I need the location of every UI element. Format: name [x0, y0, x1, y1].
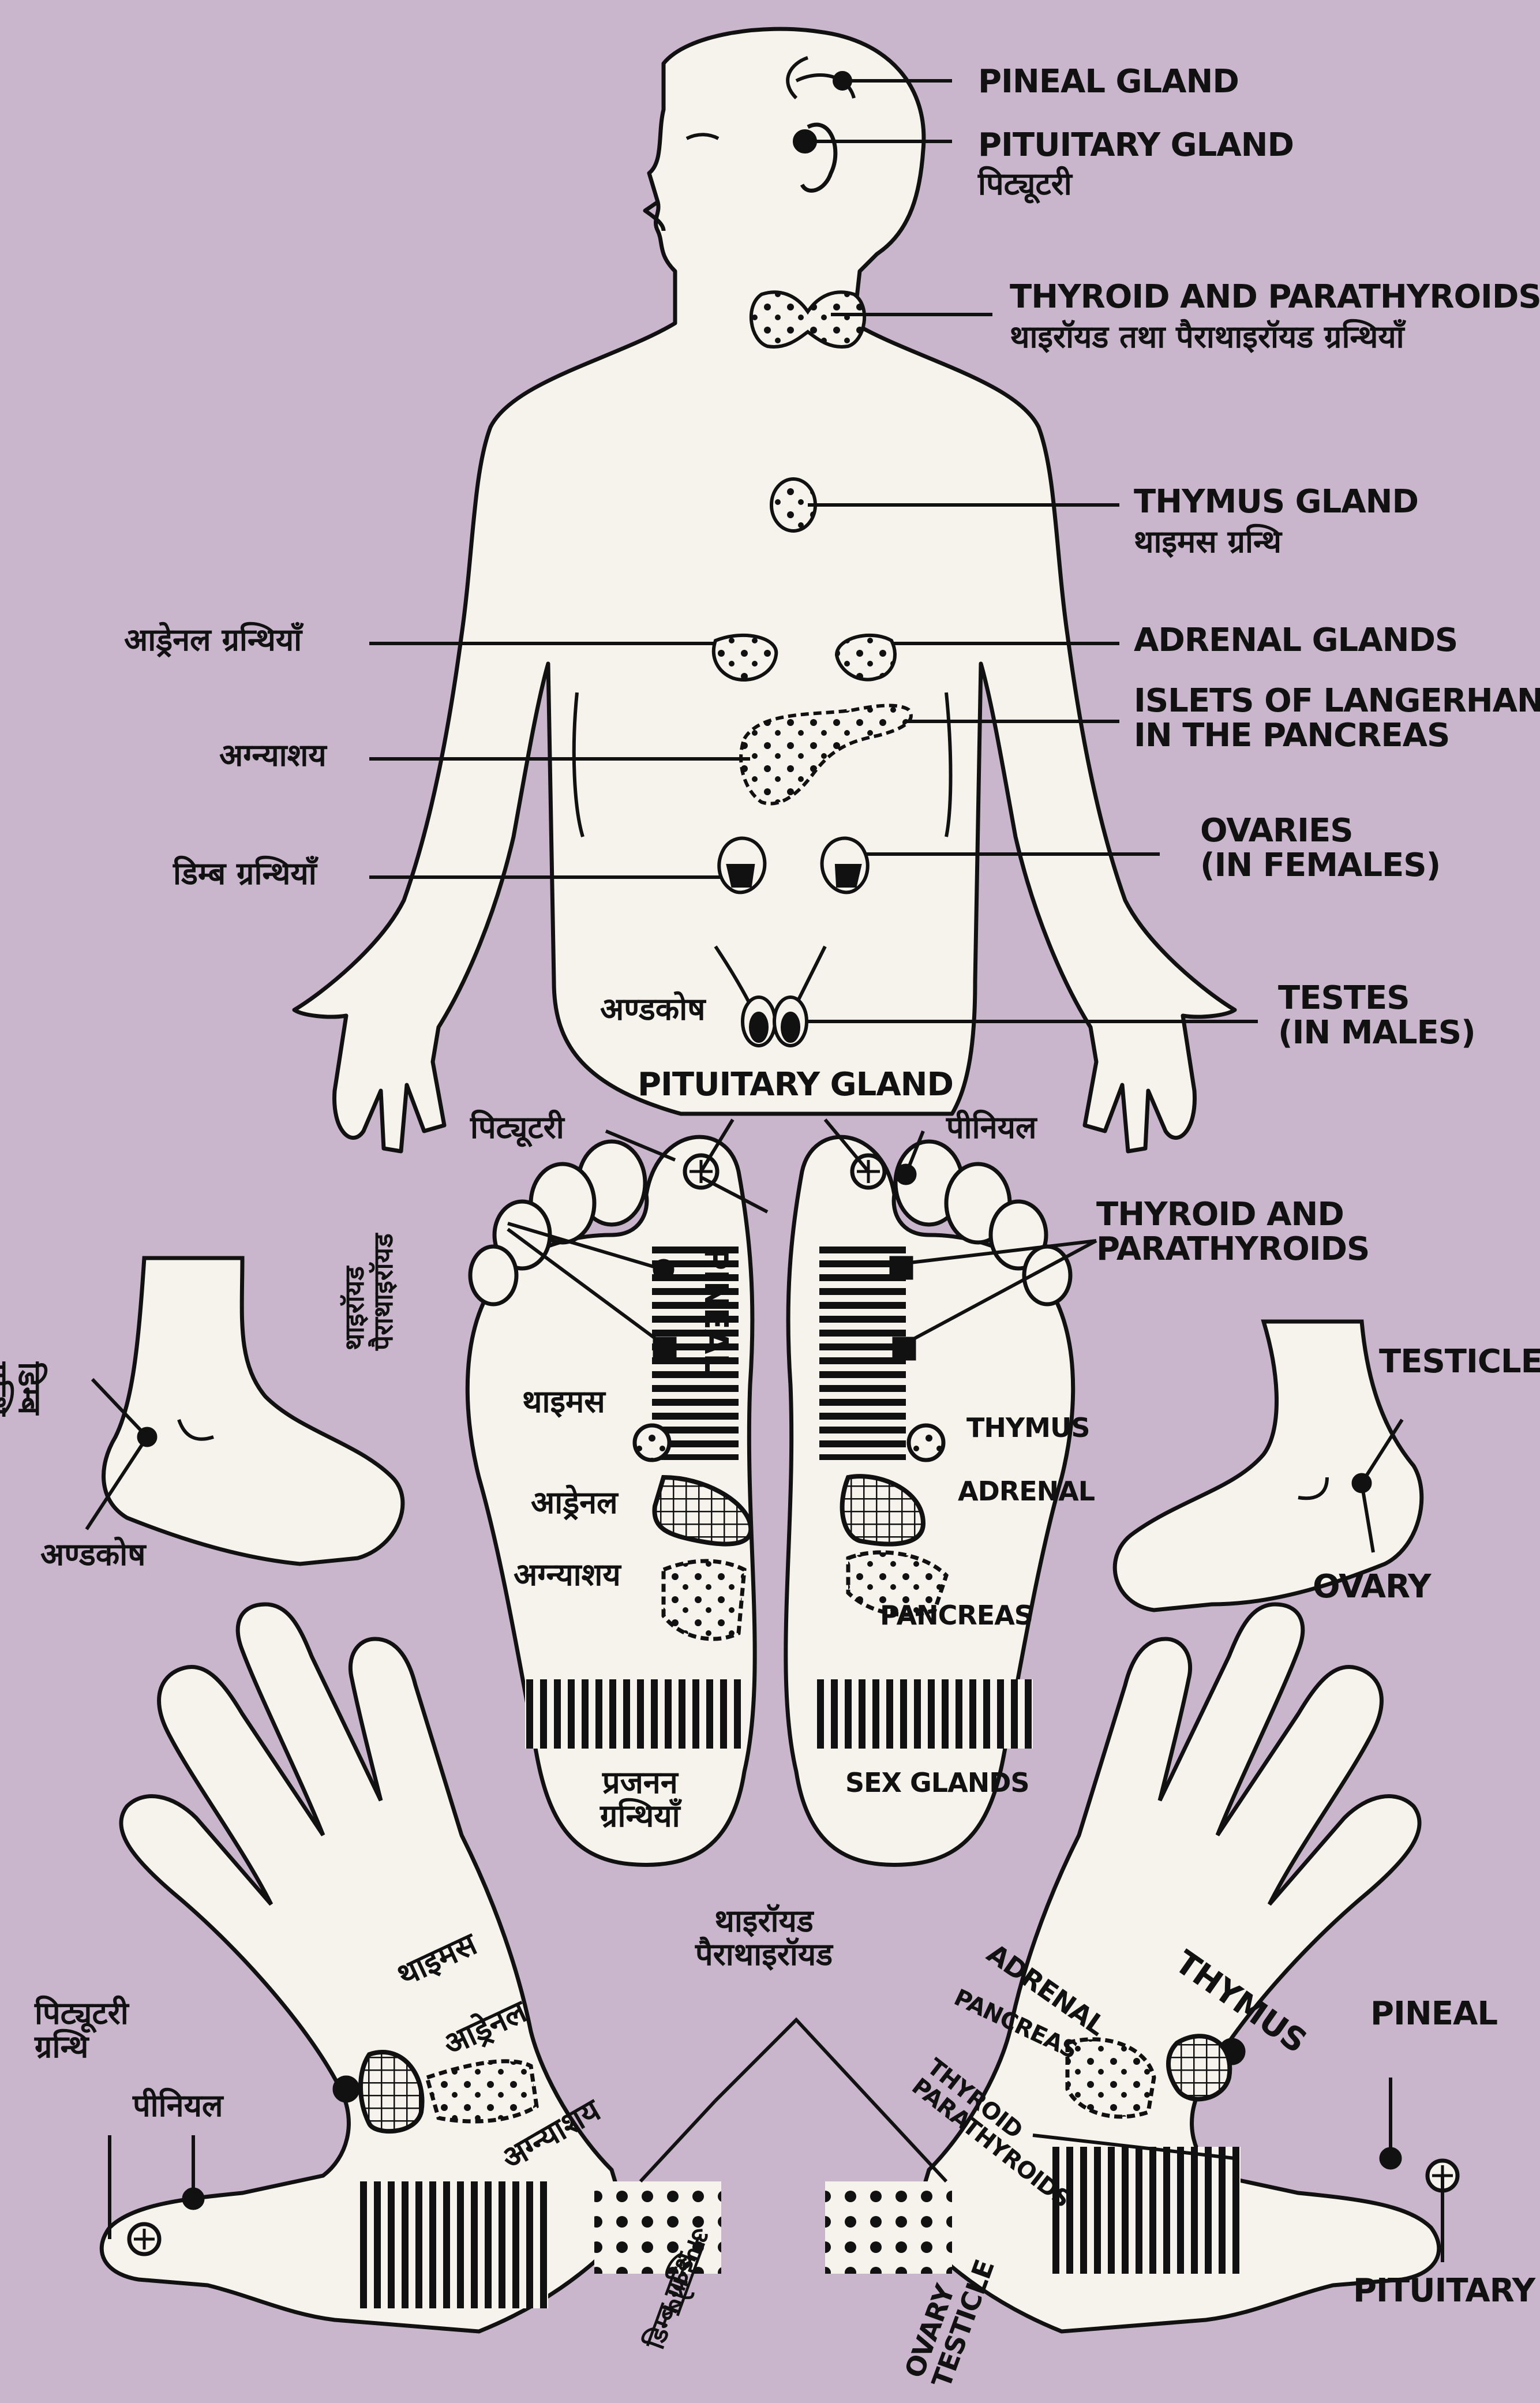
label-hands-left-pituitary: पिट्यूटरी ग्रन्थि	[35, 1995, 129, 2065]
pancreas-shape	[739, 703, 913, 806]
left-hand	[99, 1602, 721, 2334]
label-adrenal-hi: आड्रेनल ग्रन्थियाँ	[124, 622, 302, 658]
label-hands-thyroid-hi: थाइरॉयड पैराथाइरॉयड	[695, 1903, 833, 1973]
adrenal-left	[711, 633, 778, 682]
label-hands-right-pineal: PINEAL	[1370, 1995, 1498, 2033]
label-feet-thyroid: THYROID AND PARATHYROIDS	[1096, 1196, 1370, 1268]
label-feet-pituitary-hi: पिट्यूटरी	[470, 1109, 564, 1146]
left-sole	[465, 1135, 757, 1867]
label-testes: TESTES (IN MALES)	[1278, 979, 1476, 1052]
label-feet-pituitary-gland: PITUITARY GLAND	[638, 1066, 954, 1103]
label-feet-right-pancreas: PANCREAS	[880, 1600, 1033, 1631]
label-feet-right-sex-glands: SEX GLANDS	[845, 1767, 1030, 1798]
right-side-foot	[1112, 1319, 1424, 1612]
right-sole	[784, 1135, 1076, 1867]
soles-leader-lines	[507, 1118, 1097, 1346]
left-side-foot	[85, 1256, 405, 1566]
label-feet-pineal-hi: पीनियल	[946, 1109, 1037, 1146]
label-side-left-testes-hi: अण्डकोष	[40, 1536, 146, 1573]
label-thyroid-hi: थाइरॉयड तथा पैराथाइरॉयड ग्रन्थियाँ	[1010, 319, 1404, 355]
label-feet-right-adrenal: ADRENAL	[958, 1476, 1095, 1507]
label-islets-langerhans: ISLETS OF LANGERHANS IN THE PANCREAS	[1134, 682, 1540, 755]
label-hands-right-pituitary: PITUITARY	[1353, 2272, 1535, 2310]
hands-arrows	[639, 2017, 948, 2183]
adrenal-right	[834, 633, 897, 682]
label-thymus-gland: THYMUS GLAND	[1134, 483, 1419, 521]
body-leader-lines	[369, 79, 1258, 1023]
label-testes-hi: अण्डकोष	[600, 991, 706, 1027]
label-thymus-hi: थाइमस ग्रन्थि	[1134, 523, 1282, 560]
label-adrenal-glands: ADRENAL GLANDS	[1134, 622, 1458, 659]
label-pineal-gland: PINEAL GLAND	[978, 63, 1239, 100]
label-feet-left-thymus: थाइमस	[522, 1383, 605, 1420]
label-hands-left-pineal: पीनियल	[133, 2087, 223, 2124]
label-pituitary-hi: पिट्यूटरी	[978, 166, 1072, 202]
right-hand	[825, 1602, 1460, 2334]
label-side-right-testicle: TESTICLE	[1379, 1343, 1540, 1380]
thyroid-shape	[749, 290, 867, 349]
label-feet-thyroid-hi: थाइरॉयड पैराथाइरॉयड	[339, 1233, 399, 1350]
label-ovaries: OVARIES (IN FEMALES)	[1200, 812, 1441, 885]
label-feet-left-adrenal: आड्रेनल	[531, 1484, 618, 1521]
human-body-figure	[292, 27, 1237, 1154]
label-side-right-ovary: OVARY	[1313, 1568, 1432, 1605]
label-side-left-ovary-hi: डिम्ब ग्रन्थि	[0, 1362, 48, 1416]
label-feet-left-sex-glands: प्रजनन ग्रन्थियाँ	[600, 1764, 680, 1835]
label-pituitary-gland: PITUITARY GLAND	[978, 126, 1294, 164]
label-ovaries-hi: डिम्ब ग्रन्थियाँ	[173, 855, 317, 892]
label-feet-pineal: PINEAL	[697, 1247, 735, 1374]
label-feet-right-thymus: THYMUS	[966, 1412, 1090, 1443]
label-feet-left-pancreas: अग्न्याशय	[514, 1556, 621, 1593]
label-thyroid: THYROID AND PARATHYROIDS	[1010, 278, 1540, 316]
body-glands	[711, 71, 913, 1047]
body-outline	[292, 27, 1237, 1154]
label-pancreas-hi: अग्न्याशय	[219, 737, 327, 773]
